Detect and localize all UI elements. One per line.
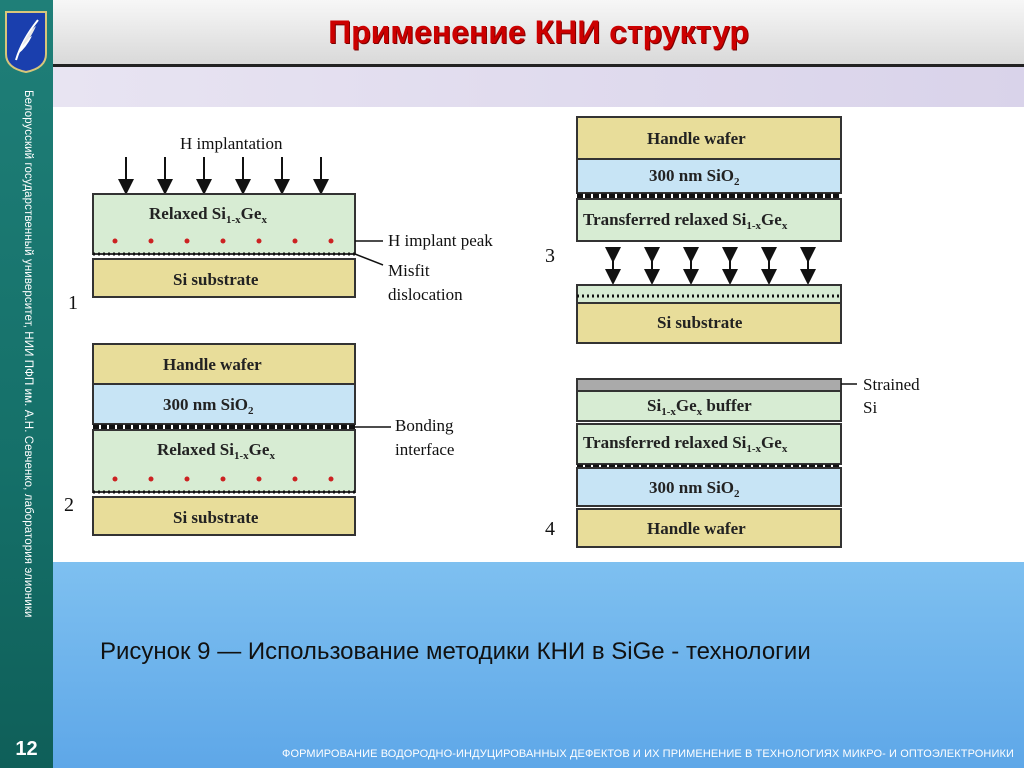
handle-wafer-layer (576, 508, 842, 548)
sige-buffer-label: Si1-xGex buffer (647, 396, 752, 418)
page-number: 12 (15, 738, 38, 760)
bonding-label: Bonding (395, 416, 454, 435)
panel-number-1: 1 (68, 292, 78, 314)
sio2-label: 300 nm SiO2 (649, 478, 740, 500)
strained-si-layer (576, 378, 842, 392)
panel-3: Handle wafer 300 nm SiO2 Transferred rel… (545, 116, 842, 344)
si-label: Si (863, 398, 877, 417)
panel-4: Si1-xGex buffer Transferred relaxed Si1-… (545, 375, 920, 548)
residual-sige-layer (576, 284, 842, 304)
affiliation-label: Белорусский государственный университет,… (22, 90, 34, 618)
caption-band (53, 562, 1024, 768)
misfit-label: Misfit (388, 261, 430, 280)
sio2-layer (576, 467, 842, 507)
leader-line (354, 253, 384, 266)
sio2-layer (92, 383, 356, 425)
panel-number-3: 3 (545, 245, 555, 267)
relaxed-sige-label: Relaxed Si1-xGex (157, 440, 275, 462)
h-implant-peak-label: H implant peak (388, 231, 493, 250)
figure-area: H implantation Relaxed Si1-xGex Si subst… (53, 107, 1024, 562)
interface-label: interface (395, 440, 454, 459)
handle-wafer-label: Handle wafer (647, 129, 746, 148)
sio2-label: 300 nm SiO2 (649, 166, 740, 188)
footer-text: ФОРМИРОВАНИЕ ВОДОРОДНО-ИНДУЦИРОВАННЫХ ДЕ… (282, 748, 1014, 760)
sio2-label: 300 nm SiO2 (163, 395, 254, 417)
handle-wafer-label: Handle wafer (647, 519, 746, 538)
panel-1: H implantation Relaxed Si1-xGex Si subst… (68, 134, 493, 314)
si-substrate-label: Si substrate (657, 313, 743, 332)
vertical-affiliation-text: Белорусский государственный университет,… (22, 90, 46, 690)
si-substrate-layer (576, 302, 842, 344)
si-substrate-label: Si substrate (173, 270, 259, 289)
panel-number-2: 2 (64, 494, 74, 516)
relaxed-sige-layer (92, 193, 356, 255)
handle-wafer-layer (576, 116, 842, 160)
lilac-band (53, 67, 1024, 111)
panel-number-4: 4 (545, 518, 555, 540)
implant-peak-marks (112, 238, 334, 244)
transferred-sige-label: Transferred relaxed Si1-xGex (583, 210, 788, 232)
si-substrate-layer (92, 258, 356, 298)
handle-wafer-layer (92, 343, 356, 385)
implant-peak-marks (112, 476, 334, 482)
soi-process-diagram: H implantation Relaxed Si1-xGex Si subst… (64, 116, 920, 548)
figure-caption: Рисунок 9 — Использование методики КНИ в… (100, 638, 811, 665)
si-substrate-layer (92, 496, 356, 536)
handle-wafer-label: Handle wafer (163, 355, 262, 374)
relaxed-sige-layer (92, 429, 356, 493)
si-substrate-label: Si substrate (173, 508, 259, 527)
sige-buffer-layer (576, 390, 842, 422)
relaxed-sige-label: Relaxed Si1-xGex (149, 204, 267, 226)
panel-2: Handle wafer 300 nm SiO2 Relaxed Si1-xGe… (64, 343, 454, 536)
strained-label: Strained (863, 375, 920, 394)
title-bar: Применение КНИ структур (53, 0, 1024, 64)
h-implantation-label: H implantation (180, 134, 283, 153)
dislocation-label: dislocation (388, 285, 463, 304)
sio2-layer (576, 158, 842, 194)
title-divider (53, 64, 1024, 67)
sidebar: Белорусский государственный университет,… (0, 0, 53, 768)
transferred-sige-layer (576, 423, 842, 465)
page-title: Применение КНИ структур (328, 14, 749, 50)
transferred-sige-layer (576, 198, 842, 242)
transferred-sige-label: Transferred relaxed Si1-xGex (583, 433, 788, 455)
university-logo (5, 11, 47, 74)
